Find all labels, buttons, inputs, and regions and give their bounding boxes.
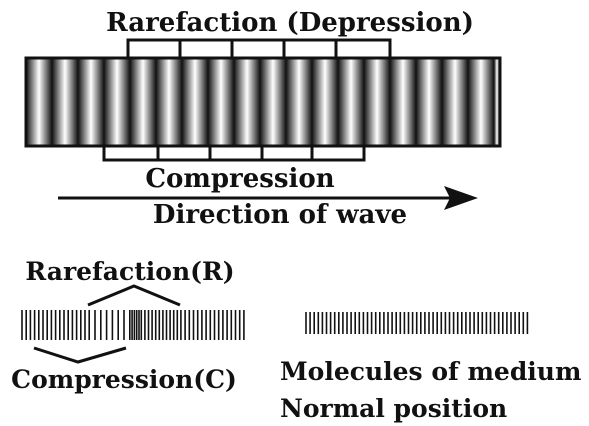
normal-position-label: Normal position [280,394,507,423]
wave-band-stripe [52,58,78,146]
wave-band-stripe [104,58,130,146]
wave-band-stripe [390,58,416,146]
molecules-compressed-rarefied [21,310,245,340]
wave-band-stripe [312,58,338,146]
wave-band-stripe [442,58,468,146]
compression-brackets [102,146,366,162]
wave-band-stripe [208,58,234,146]
wave-band-stripe [260,58,286,146]
wave-band-stripe [494,58,500,146]
wave-band-stripe [156,58,182,146]
wave-band-stripe [234,58,260,146]
rarefaction-depression-label: Rarefaction (Depression) [106,8,474,38]
compression-c-label: Compression(C) [11,365,237,394]
wave-band-stripe [364,58,390,146]
wave-band-stripe [416,58,442,146]
wave-band-stripe [182,58,208,146]
wave-band-stripe [468,58,494,146]
wave-band-stripe [26,58,52,146]
rarefaction-r-label: Rarefaction(R) [25,257,234,286]
wave-band-stripe [78,58,104,146]
molecules-normal-position [305,312,529,334]
wave-band-stripe [338,58,364,146]
compression-pointer [33,346,127,364]
direction-arrow [58,186,478,210]
rarefaction-pointer [87,284,181,307]
compression-label: Compression [145,164,334,194]
molecules-of-medium-label: Molecules of medium . [280,357,589,386]
rarefaction-brackets [126,38,392,58]
wave-band-stripe [286,58,312,146]
wave-band [24,56,502,148]
direction-of-wave-label: Direction of wave [153,200,407,230]
wave-band-stripe [130,58,156,146]
